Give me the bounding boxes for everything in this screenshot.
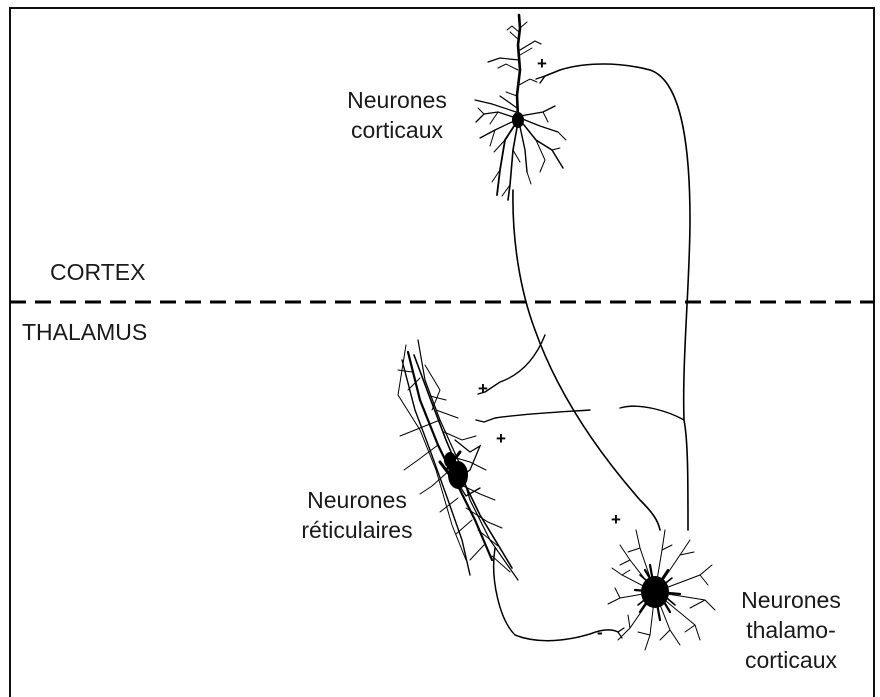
thalamocortical-neurons-label-line3: corticaux (725, 645, 857, 675)
reticular-neuron (398, 340, 624, 641)
synapse-sign-thalamic-input: + (611, 511, 621, 528)
thalamocortical-neuron (608, 530, 715, 650)
reticular-neurons-label: Neurones réticulaires (287, 485, 427, 545)
thalamocortical-neurons-label-line2: thalamo- (725, 615, 857, 645)
thalamus-label: THALAMUS (22, 317, 147, 347)
synapse-sign-cortex: + (537, 55, 547, 72)
thalamocortical-axon (536, 64, 690, 530)
thalamocortical-neurons-label-line1: Neurones (725, 585, 857, 615)
thalamocortical-neurons-label: Neurones thalamo- corticaux (725, 585, 857, 675)
reticular-neurons-label-line2: réticulaires (287, 515, 427, 545)
cortical-neurons-label: Neurones corticaux (333, 85, 461, 145)
reticular-neurons-label-line1: Neurones (287, 485, 427, 515)
synapse-sign-inhibitory: - (597, 624, 603, 641)
cortical-neurons-label-line1: Neurones (333, 85, 461, 115)
cortical-neuron (475, 15, 660, 530)
synapse-sign-reticular-lower: + (496, 430, 506, 447)
cortex-label: CORTEX (50, 257, 145, 287)
synapse-sign-reticular-upper: + (478, 380, 488, 397)
cortical-neurons-label-line2: corticaux (333, 115, 461, 145)
